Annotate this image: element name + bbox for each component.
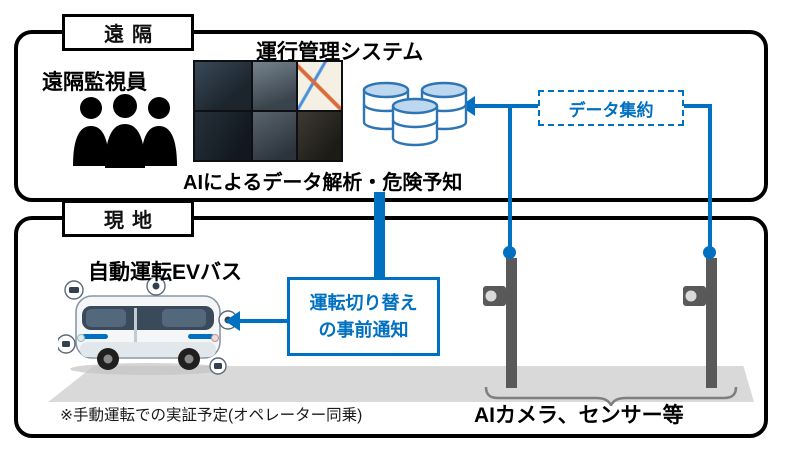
ev-bus-illustration xyxy=(58,278,238,375)
arrow-to-bus-icon xyxy=(225,311,240,331)
remote-section-tag: 遠隔 xyxy=(62,14,194,51)
bus-title: 自動運転EVバス xyxy=(88,261,243,284)
manual-driving-footnote: ※手動運転での実証予定(オペレーター同乗) xyxy=(60,407,363,424)
left-sensor-uplink-line xyxy=(508,104,512,248)
under-brace-icon xyxy=(484,386,738,406)
right-connection-dot xyxy=(703,246,716,259)
analysis-to-notice-connector xyxy=(374,192,385,280)
data-aggregation-label: データ集約 xyxy=(538,90,684,126)
ai-analysis-caption: AIによるデータ解析・危険予知 xyxy=(183,172,463,194)
monitor-cell xyxy=(252,112,296,160)
ai-camera-pole-icon xyxy=(683,258,717,388)
monitor-cell xyxy=(252,62,296,110)
supervisors-label: 遠隔監視員 xyxy=(42,71,147,94)
handover-notice-line2: の事前通知 xyxy=(318,319,409,340)
sensors-caption: AIカメラ、センサー等 xyxy=(474,404,684,427)
notice-to-bus-line xyxy=(240,319,287,323)
database-icon xyxy=(362,81,468,147)
monitor-cell xyxy=(297,112,341,160)
surveillance-monitors-image xyxy=(193,60,343,162)
site-section-tag: 現地 xyxy=(62,200,194,237)
system-title: 運行管理システム xyxy=(256,41,424,64)
monitor-cell xyxy=(195,112,251,160)
handover-notice-line1: 運転切り替え xyxy=(309,293,418,314)
monitor-map-cell xyxy=(297,62,341,110)
monitor-cell xyxy=(195,62,251,110)
handover-notice-box: 運転切り替え の事前通知 xyxy=(287,277,440,356)
people-group-icon xyxy=(73,94,177,168)
right-sensor-uplink-line xyxy=(708,104,712,248)
left-connection-dot xyxy=(503,246,516,259)
ai-camera-pole-icon xyxy=(483,258,517,388)
